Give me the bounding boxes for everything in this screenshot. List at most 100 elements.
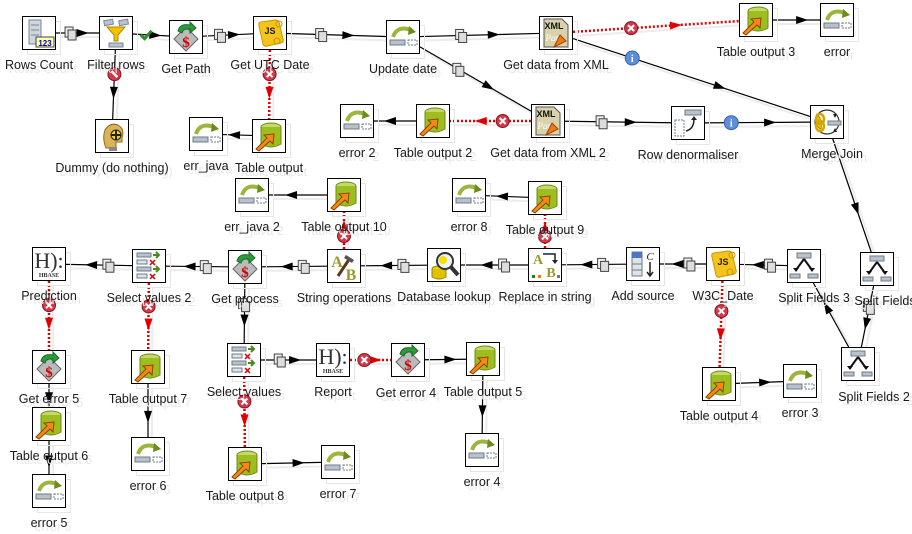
- step-get-error-4[interactable]: $: [391, 343, 430, 382]
- step-dummy[interactable]: [95, 119, 134, 158]
- hop-line[interactable]: [419, 32, 540, 38]
- hop-line[interactable]: [572, 19, 740, 34]
- step-box[interactable]: [465, 433, 499, 467]
- hop-error[interactable]: [572, 19, 744, 37]
- step-table-output-4[interactable]: [702, 367, 741, 406]
- step-table-output-6[interactable]: [32, 407, 71, 446]
- step-err-java[interactable]: [189, 117, 228, 156]
- hop-true[interactable]: [132, 29, 174, 42]
- hop-normal[interactable]: [261, 458, 326, 469]
- hop-copy[interactable]: [461, 258, 532, 273]
- step-table-output-10[interactable]: [327, 178, 366, 217]
- step-db-lookup[interactable]: [427, 248, 466, 287]
- step-split-fields-3[interactable]: [787, 249, 826, 288]
- step-box[interactable]: [235, 178, 269, 212]
- step-get-data-xml[interactable]: XML Path: [539, 16, 578, 55]
- hop-line[interactable]: [202, 33, 254, 37]
- step-split-fields[interactable]: [860, 252, 899, 291]
- step-box[interactable]: [452, 178, 486, 212]
- step-box[interactable]: [783, 364, 817, 398]
- hop-copy[interactable]: [65, 258, 137, 273]
- hop-line[interactable]: [165, 265, 229, 268]
- hop-normal[interactable]: [374, 117, 420, 126]
- hop-line[interactable]: [424, 358, 467, 361]
- hop-copy[interactable]: [419, 28, 544, 43]
- step-table-output-9[interactable]: [528, 181, 567, 220]
- step-merge-join[interactable]: [810, 105, 849, 144]
- hop-normal[interactable]: [735, 378, 788, 389]
- step-table-output[interactable]: [252, 119, 291, 158]
- step-string-ops[interactable]: A B: [327, 249, 366, 288]
- hop-copy[interactable]: [261, 259, 332, 274]
- step-replace-string[interactable]: A B: [528, 248, 567, 287]
- hop-line[interactable]: [485, 195, 529, 198]
- hop-copy[interactable]: [165, 260, 233, 275]
- hop-normal[interactable]: [773, 16, 824, 25]
- hop-normal[interactable]: [269, 191, 331, 200]
- step-error-2[interactable]: [340, 104, 379, 143]
- step-error-8[interactable]: [452, 178, 491, 217]
- step-box[interactable]: [340, 104, 374, 138]
- step-select-values-2[interactable]: [132, 249, 171, 288]
- hop-line[interactable]: [261, 461, 322, 465]
- step-get-path[interactable]: $: [169, 20, 208, 59]
- hop-error[interactable]: [450, 114, 535, 128]
- step-error-5[interactable]: [32, 474, 71, 513]
- hop-copy[interactable]: [286, 28, 391, 43]
- step-prediction[interactable]: H): HBASE: [32, 247, 71, 286]
- step-error-6[interactable]: [131, 437, 170, 476]
- step-box[interactable]: [32, 247, 66, 281]
- hop-line[interactable]: [564, 120, 672, 124]
- step-add-source[interactable]: C: [626, 247, 665, 286]
- step-get-process[interactable]: $: [228, 250, 267, 289]
- hop-normal[interactable]: [485, 192, 533, 203]
- hop-copy[interactable]: [660, 257, 710, 272]
- step-get-utc-date[interactable]: JS: [253, 16, 292, 55]
- step-table-output-8[interactable]: [228, 447, 267, 486]
- hop-line[interactable]: [65, 263, 133, 267]
- hop-line[interactable]: [132, 33, 170, 37]
- hop-line[interactable]: [286, 32, 387, 38]
- hop-copy[interactable]: [564, 115, 676, 130]
- step-box[interactable]: [32, 474, 66, 508]
- hop-line[interactable]: [739, 263, 788, 267]
- hop-line[interactable]: [561, 263, 627, 266]
- step-update-date[interactable]: [386, 20, 425, 59]
- hop-line[interactable]: [735, 381, 784, 384]
- hop-error[interactable]: [350, 353, 395, 367]
- hop-line[interactable]: [261, 265, 328, 268]
- step-box[interactable]: [386, 20, 420, 54]
- step-box[interactable]: [189, 117, 223, 151]
- hop-copy[interactable]: [739, 258, 792, 273]
- step-error-4[interactable]: [465, 433, 504, 472]
- step-error[interactable]: [820, 3, 859, 42]
- hop-line[interactable]: [704, 121, 811, 124]
- hop-copy[interactable]: [261, 353, 320, 368]
- step-w3c-date[interactable]: JS: [706, 247, 745, 286]
- step-get-data-xml-2[interactable]: XML Path: [531, 104, 570, 143]
- hop-line[interactable]: [360, 264, 428, 267]
- step-box[interactable]: [321, 445, 355, 479]
- hop-copy[interactable]: [561, 257, 631, 272]
- step-get-error-5[interactable]: $: [32, 350, 71, 389]
- hop-copy[interactable]: [56, 26, 103, 41]
- step-box[interactable]: [820, 3, 854, 37]
- step-err-java-2[interactable]: [235, 178, 274, 217]
- step-select-values[interactable]: [227, 343, 266, 382]
- step-table-output-2[interactable]: [416, 104, 455, 143]
- step-table-output-7[interactable]: [131, 350, 170, 389]
- step-error-7[interactable]: [321, 445, 360, 484]
- step-table-output-5[interactable]: [466, 342, 505, 381]
- step-box[interactable]: [131, 437, 165, 471]
- hop-info[interactable]: i: [704, 115, 815, 131]
- step-report[interactable]: H): HBASE: [316, 343, 355, 382]
- step-error-3[interactable]: [783, 364, 822, 403]
- hop-copy[interactable]: [202, 28, 258, 43]
- hop-normal[interactable]: [424, 355, 471, 365]
- step-row-denorm[interactable]: [671, 106, 710, 145]
- step-split-fields-2[interactable]: [841, 347, 880, 386]
- step-rows-count[interactable]: 123: [22, 16, 61, 55]
- step-table-output-3[interactable]: [739, 3, 778, 42]
- hop-copy[interactable]: [360, 258, 432, 273]
